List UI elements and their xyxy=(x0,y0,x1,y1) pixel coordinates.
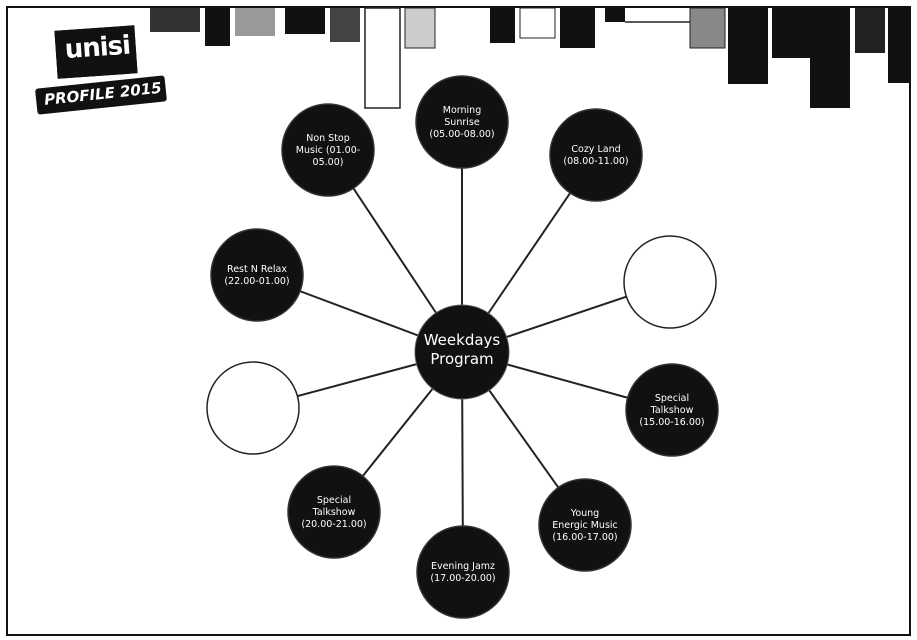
center-label-line-1: Weekdays xyxy=(424,331,501,349)
node-label-line: Talkshow xyxy=(312,507,356,518)
node-label-line: Evening Jamz xyxy=(431,561,495,572)
node-circle xyxy=(281,103,375,197)
node-blank-left xyxy=(206,361,300,455)
node-label-line: Sunrise xyxy=(444,117,480,128)
node-label-line: Young xyxy=(570,508,599,519)
node-circle xyxy=(538,478,632,572)
node-circle xyxy=(287,465,381,559)
node-label-line: (15.00-16.00) xyxy=(639,417,704,428)
node-blank-right xyxy=(623,235,717,329)
node-circle xyxy=(206,361,300,455)
node-circle xyxy=(623,235,717,329)
node-label-line: (17.00-20.00) xyxy=(430,573,495,584)
node-circle xyxy=(549,108,643,202)
node-label-line: 05.00) xyxy=(313,157,344,168)
node-label-line: Cozy Land xyxy=(571,144,620,155)
node-label-line: Non Stop xyxy=(306,133,350,144)
node-circle xyxy=(415,75,509,169)
node-label-line: (08.00-11.00) xyxy=(563,156,628,167)
node-circle xyxy=(625,363,719,457)
center-label-line-2: Program xyxy=(430,350,493,368)
skyline-banner xyxy=(150,7,911,109)
node-label-line: Special xyxy=(317,495,351,506)
node-label-line: Music (01.00- xyxy=(296,145,360,156)
node-label-line: Special xyxy=(655,393,689,404)
node-label-line: (22.00-01.00) xyxy=(224,276,289,287)
node-label-line: (16.00-17.00) xyxy=(552,532,617,543)
node-label-line: Rest N Relax xyxy=(227,264,287,275)
node-evening-jamz: Evening Jamz(17.00-20.00) xyxy=(416,525,510,619)
node-circle xyxy=(210,228,304,322)
node-cozy-land: Cozy Land(08.00-11.00) xyxy=(549,108,643,202)
center-node: Weekdays Program xyxy=(414,304,510,400)
node-label-line: Morning xyxy=(443,105,481,116)
node-circle xyxy=(416,525,510,619)
node-label-line: (05.00-08.00) xyxy=(429,129,494,140)
node-label-line: Talkshow xyxy=(650,405,694,416)
node-rest-n-relax: Rest N Relax(22.00-01.00) xyxy=(210,228,304,322)
node-label-line: (20.00-21.00) xyxy=(301,519,366,530)
node-label-line: Energic Music xyxy=(552,520,618,531)
